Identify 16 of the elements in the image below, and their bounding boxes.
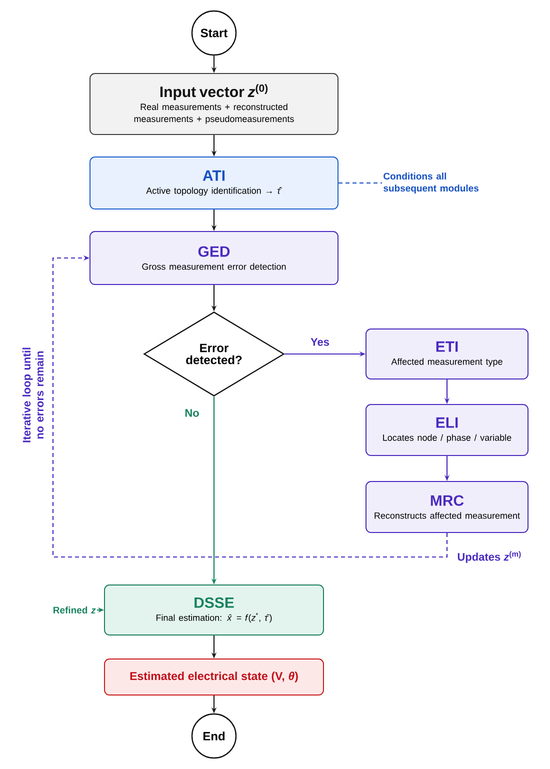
process-box: GED Gross measurement error detection: [90, 231, 338, 285]
note-text: Refined z: [54, 606, 96, 614]
process-box: DSSE Final estimation: x̂ = f(z$^{*}$, τ̂): [104, 584, 324, 636]
process-box: Estimated electrical state (V, θ): [104, 658, 324, 696]
process-box: Input vector z$^{(0)}$ Real measurements + reconstructed measurements + pseudomeasurements: [90, 73, 338, 135]
arrow: [52, 255, 448, 558]
process-box: ATI Active topology identification → τ̂: [90, 156, 338, 210]
process-box: MRC Reconstructs affected measurement: [366, 481, 528, 533]
loop-note: Iterative loop until no errors remain: [22, 348, 44, 442]
edge-label: Yes: [310, 338, 330, 346]
process-box: ELI Locates node / phase / variable: [366, 404, 528, 456]
connector-line: [338, 182, 382, 184]
edge-label: Updates z$^{(m)}$: [458, 551, 521, 563]
note-text: Conditions all subsequent modules: [384, 172, 479, 194]
process-box: ETI Affected measurement type: [366, 328, 528, 380]
edge-label: No: [185, 409, 199, 417]
